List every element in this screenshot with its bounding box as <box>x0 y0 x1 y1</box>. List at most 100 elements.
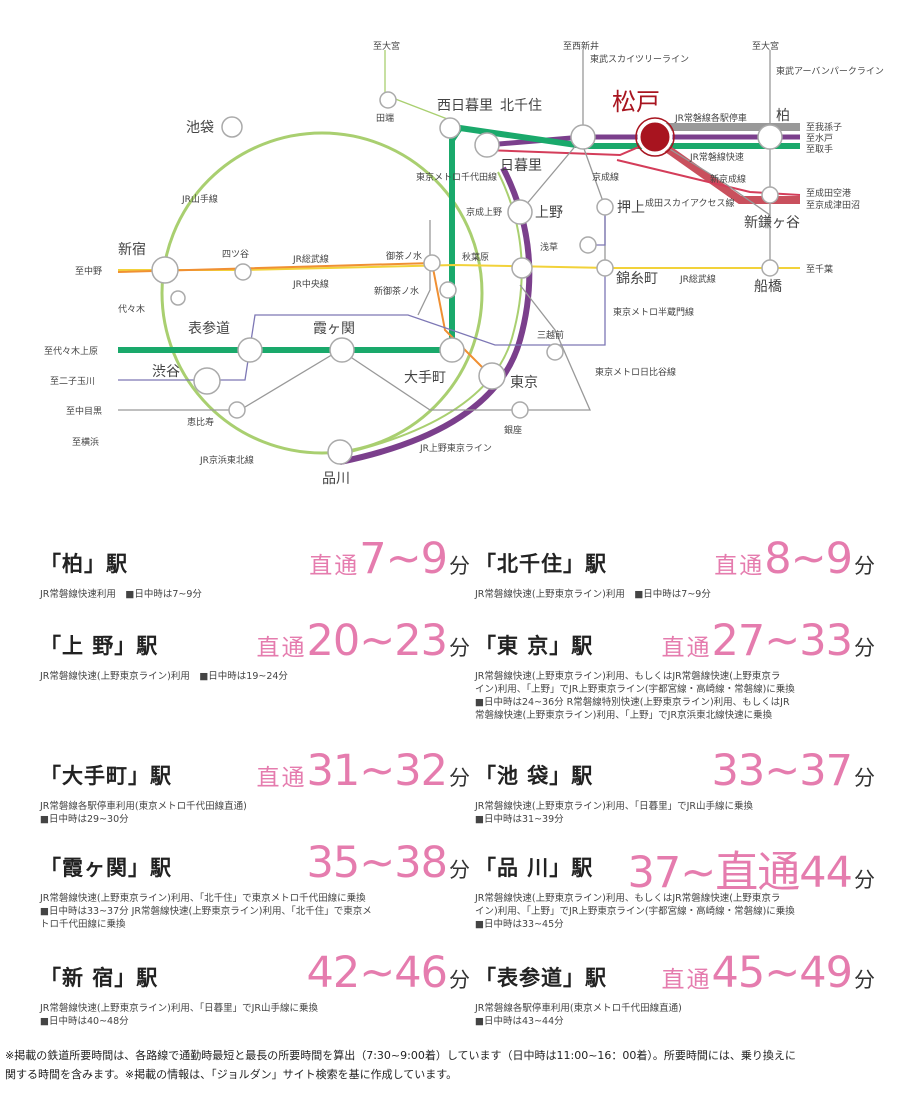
station-ebisu[interactable] <box>228 401 246 419</box>
station-ikebukuro[interactable] <box>221 116 243 138</box>
card-notes: JR常磐線快速(上野東京ライン)利用、「日暮里」でJR山手線に乗換 ■日中時は3… <box>475 800 898 826</box>
label-tobusky: 東武スカイツリーライン <box>590 53 689 65</box>
dest-nishiarai: 至西新井 <box>563 40 599 52</box>
station-mitsukoshimae[interactable] <box>546 343 564 361</box>
card-note-1: ■日中時は33~37分 JR常磐線快速(上野東京ライン)利用、「北千住」で東京メ <box>40 906 372 917</box>
card-notes: JR常磐線快速(上野東京ライン)利用、もしくはJR常磐線快速(上野東京ラ イン)… <box>475 670 885 722</box>
label-yamanote: JR山手線 <box>181 193 218 205</box>
station-tokyo[interactable] <box>478 362 506 390</box>
dest-narita-yukawa: 至京成津田沼 <box>806 199 860 211</box>
dest-omiya-right: 至大宮 <box>752 40 779 52</box>
dest-nakano: 至中野 <box>75 265 102 277</box>
card-note-0: JR常磐線快速(上野東京ライン)利用、もしくはJR常磐線快速(上野東京ラ <box>475 671 781 682</box>
station-shinjuku[interactable] <box>151 256 179 284</box>
label-keiseiueno: 京成上野 <box>466 206 502 218</box>
footer-line-1: 関する時間を含みます。※掲載の情報は、「ジョルダン」サイト検索を基に作成していま… <box>5 1068 458 1081</box>
label-funabashi: 船橋 <box>754 279 782 295</box>
narita-sky-line <box>652 136 800 204</box>
station-akihabara[interactable] <box>511 257 533 279</box>
station-asakusa[interactable] <box>579 236 597 254</box>
station-kasumigaseki[interactable] <box>329 337 355 363</box>
label-kinshicho: 錦糸町 <box>616 270 658 287</box>
station-matsudo[interactable] <box>637 119 673 155</box>
label-kasumigaseki: 霞ヶ関 <box>313 321 355 337</box>
card-note-0: JR常磐線快速(上野東京ライン)利用、「日暮里」でJR山手線に乗換 <box>40 1003 318 1014</box>
station-nishinippori[interactable] <box>439 117 461 139</box>
label-ebisu: 恵比寿 <box>187 416 214 428</box>
label-joban-rapid: JR常磐線快速 <box>689 151 744 163</box>
hibiya-line <box>118 284 591 411</box>
label-tabata: 田端 <box>376 112 394 124</box>
card-note-0: JR常磐線快速(上野東京ライン)利用、もしくはJR常磐線快速(上野東京ラ <box>475 893 781 904</box>
dest-mito: 至水戸 <box>806 132 833 144</box>
keihin-line <box>337 171 523 456</box>
label-ochanomizu: 御茶ノ水 <box>386 250 422 262</box>
label-shinochanomizu: 新御茶ノ水 <box>374 285 419 297</box>
label-tobuurban: 東武アーバンパークライン <box>776 65 884 77</box>
station-shinkamagaya[interactable] <box>761 186 779 204</box>
label-matsudo-sub: JR常磐線各駅停車 <box>674 112 747 124</box>
label-narita-sky: 成田スカイアクセス線 <box>645 197 735 209</box>
card-note-0: JR常磐線各駅停車利用(東京メトロ千代田線直通) <box>475 1003 682 1014</box>
label-sobu: JR総武線 <box>292 253 329 265</box>
station-omotesando[interactable] <box>237 337 263 363</box>
card-title: 「霞ヶ関」駅 <box>40 856 172 880</box>
label-mitsukoshimae: 三越前 <box>537 329 564 341</box>
label-otemachi: 大手町 <box>404 370 446 386</box>
station-yotsuya[interactable] <box>234 263 252 281</box>
station-ueno[interactable] <box>507 199 533 225</box>
station-kinshicho[interactable] <box>596 259 614 277</box>
label-yotsuya: 四ツ谷 <box>222 249 249 260</box>
dest-nakameguro: 至中目黒 <box>66 405 102 417</box>
shinkeisei-line <box>654 139 771 216</box>
label-chuo: JR中央線 <box>292 278 329 290</box>
station-funabashi[interactable] <box>761 259 779 277</box>
dest-abiko: 至我孫子 <box>806 121 842 133</box>
card-note-0: JR常磐線各駅停車利用(東京メトロ千代田線直通) <box>40 801 247 812</box>
card-notes: JR常磐線快速(上野東京ライン)利用、もしくはJR常磐線快速(上野東京ラ イン)… <box>475 892 885 931</box>
card-note-2: トロ千代田線に乗換 <box>40 919 126 930</box>
card-note-0: JR常磐線快速(上野東京ライン)利用 ■日中時は7~9分 <box>475 589 711 600</box>
dest-yoyogiuehara: 至代々木上原 <box>44 345 98 357</box>
label-shinkeisei: 新京成線 <box>710 173 746 185</box>
card-note-0: JR常磐線快速(上野東京ライン)利用、「日暮里」でJR山手線に乗換 <box>475 801 753 812</box>
label-oshiage: 押上 <box>617 200 645 216</box>
card-title: 「北千住」駅 <box>475 552 607 576</box>
label-tokyo: 東京 <box>510 375 538 391</box>
station-ochanomizu[interactable] <box>423 254 441 272</box>
card-notes: JR常磐線快速(上野東京ライン)利用、「日暮里」でJR山手線に乗換 ■日中時は4… <box>40 1002 470 1028</box>
label-matsudo: 松戸 <box>612 88 660 116</box>
card-time: 直通45~49分 <box>661 948 875 998</box>
label-shinkamagaya: 新鎌ヶ谷 <box>744 215 800 231</box>
card-note-0: JR常磐線快速(上野東京ライン)利用、「北千住」で東京メトロ千代田線に乗換 <box>40 893 366 904</box>
station-nippori[interactable] <box>474 132 500 158</box>
card-note-0: JR常磐線快速利用 ■日中時は7~9分 <box>40 589 202 600</box>
card-note-1: ■日中時は40~48分 <box>40 1016 129 1027</box>
station-kitasenju[interactable] <box>570 124 596 150</box>
card-title: 「柏」駅 <box>40 552 128 576</box>
label-keisei: 京成線 <box>592 171 619 183</box>
card-note-1: イン)利用、「上野」でJR上野東京ライン(宇都宮線・高崎線・常磐線)に乗換 <box>475 906 795 917</box>
station-ginza[interactable] <box>511 401 529 419</box>
card-title: 「上 野」駅 <box>40 634 159 658</box>
station-otemachi[interactable] <box>439 337 465 363</box>
label-nishinippori: 西日暮里 <box>437 98 493 114</box>
station-shibuya[interactable] <box>193 367 221 395</box>
label-asakusa: 浅草 <box>540 241 558 253</box>
station-shinagawa[interactable] <box>327 439 353 465</box>
card-note-3: 常磐線快速(上野東京ライン)利用、「上野」でJR京浜東北線快速に乗換 <box>475 710 773 721</box>
card-note-2: ■日中時は24~36分 R常磐線特別快速(上野東京ライン)利用、もしくはJR <box>475 697 790 708</box>
station-shinochanomizu[interactable] <box>439 281 457 299</box>
station-matsudo-ring <box>635 117 675 157</box>
label-keihin: JR京浜東北線 <box>199 454 254 466</box>
label-kitasenju: 北千住 <box>500 98 542 114</box>
station-tabata[interactable] <box>379 91 397 109</box>
dest-futakotamagawa: 至二子玉川 <box>50 376 95 387</box>
footer-line-0: ※掲載の鉄道所要時間は、各路線で通勤時最短と最長の所要時間を算出（7:30~9:… <box>5 1049 796 1062</box>
card-time: 直通27~33分 <box>661 616 875 666</box>
station-kashiwa[interactable] <box>757 124 783 150</box>
station-yoyogi[interactable] <box>170 290 186 306</box>
station-oshiage[interactable] <box>596 198 614 216</box>
card-time: 42~46分 <box>306 948 470 998</box>
card-note-1: ■日中時は31~39分 <box>475 814 564 825</box>
